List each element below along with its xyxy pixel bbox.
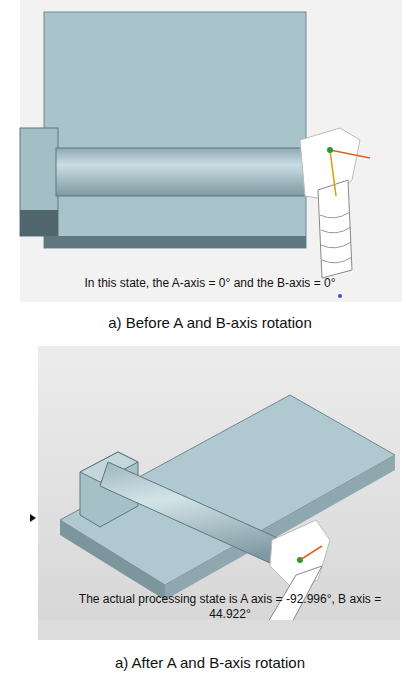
status-band [38, 620, 400, 640]
tool-tip [338, 294, 342, 298]
axis-origin [327, 147, 333, 153]
viewport-bg [38, 346, 400, 640]
axis-x [330, 150, 370, 158]
base-plate [44, 12, 306, 248]
plate-front [60, 520, 165, 600]
tool-rings [320, 212, 352, 263]
tool-body [318, 180, 352, 278]
cylinder [56, 148, 306, 196]
cylinder [100, 462, 300, 572]
end-block [20, 128, 58, 236]
panel-caption: a) Before A and B-axis rotation [20, 314, 400, 332]
viewport-bg [20, 0, 402, 302]
panel-caption: a) After A and B-axis rotation [20, 654, 400, 672]
axis-x [300, 546, 322, 560]
axis-z [330, 150, 336, 196]
cursor-mark [30, 514, 36, 522]
state-note: The actual processing state is A axis = … [70, 592, 390, 622]
end-block-shadow [20, 210, 58, 236]
plate-edge [44, 236, 306, 248]
state-note: In this state, the A-axis = 0° and the B… [24, 276, 396, 291]
